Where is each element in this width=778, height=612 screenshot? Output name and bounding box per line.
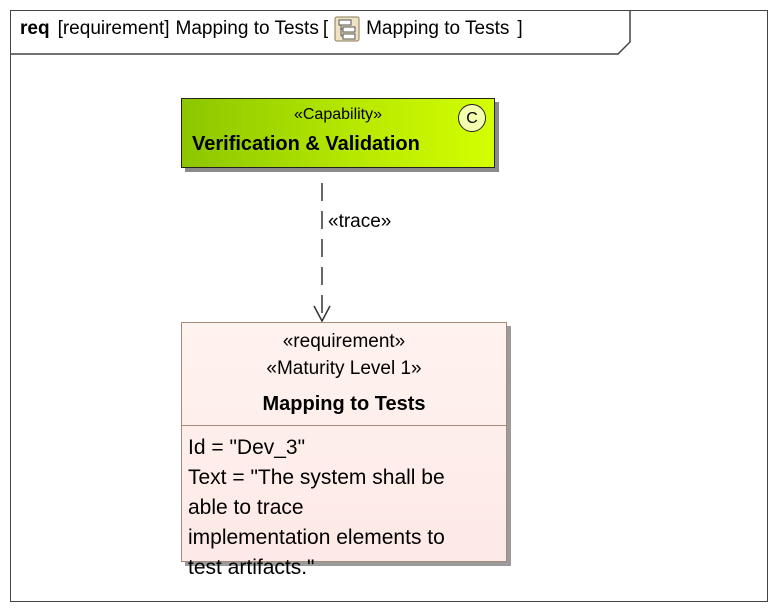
diagram-icon xyxy=(334,16,360,42)
requirement-text-line: implementation elements to xyxy=(188,526,445,549)
frame-keyword: req xyxy=(20,18,50,39)
maturity-stereotype: «Maturity Level 1» xyxy=(266,358,422,379)
requirement-name: Mapping to Tests xyxy=(262,393,426,415)
frame-bracket-close: ] xyxy=(517,18,523,39)
capability-block[interactable]: «Capability» C Verification & Validation xyxy=(181,98,495,168)
capability-name: Verification & Validation xyxy=(192,133,420,155)
frame-header: req [requirement] Mapping to Tests [ Map… xyxy=(20,16,523,42)
trace-arrowhead-icon xyxy=(313,305,331,323)
requirement-id: Id = "Dev_3" xyxy=(188,436,306,459)
diagram-frame xyxy=(10,10,768,602)
requirement-text-line: able to trace xyxy=(188,496,304,519)
frame-kind: [requirement] xyxy=(57,18,170,39)
requirement-text-line: test artifacts." xyxy=(188,556,315,579)
capability-stereotype: «Capability» xyxy=(293,106,383,123)
requirement-header: «requirement» «Maturity Level 1» Mapping… xyxy=(182,323,506,426)
frame-name: Mapping to Tests xyxy=(175,18,319,39)
requirement-properties: Id = "Dev_3" Text = "The system shall be… xyxy=(188,433,496,583)
requirement-text-line: Text = "The system shall be xyxy=(188,466,445,489)
capability-c-icon: C xyxy=(458,104,486,132)
trace-label: «trace» xyxy=(328,211,392,232)
requirement-stereotype: «requirement» xyxy=(282,331,406,352)
frame-tab-outline xyxy=(10,10,631,55)
frame-bracket-open: [ xyxy=(322,18,329,39)
frame-diagram-name: Mapping to Tests xyxy=(366,18,510,39)
requirement-block[interactable]: «requirement» «Maturity Level 1» Mapping… xyxy=(181,322,507,579)
